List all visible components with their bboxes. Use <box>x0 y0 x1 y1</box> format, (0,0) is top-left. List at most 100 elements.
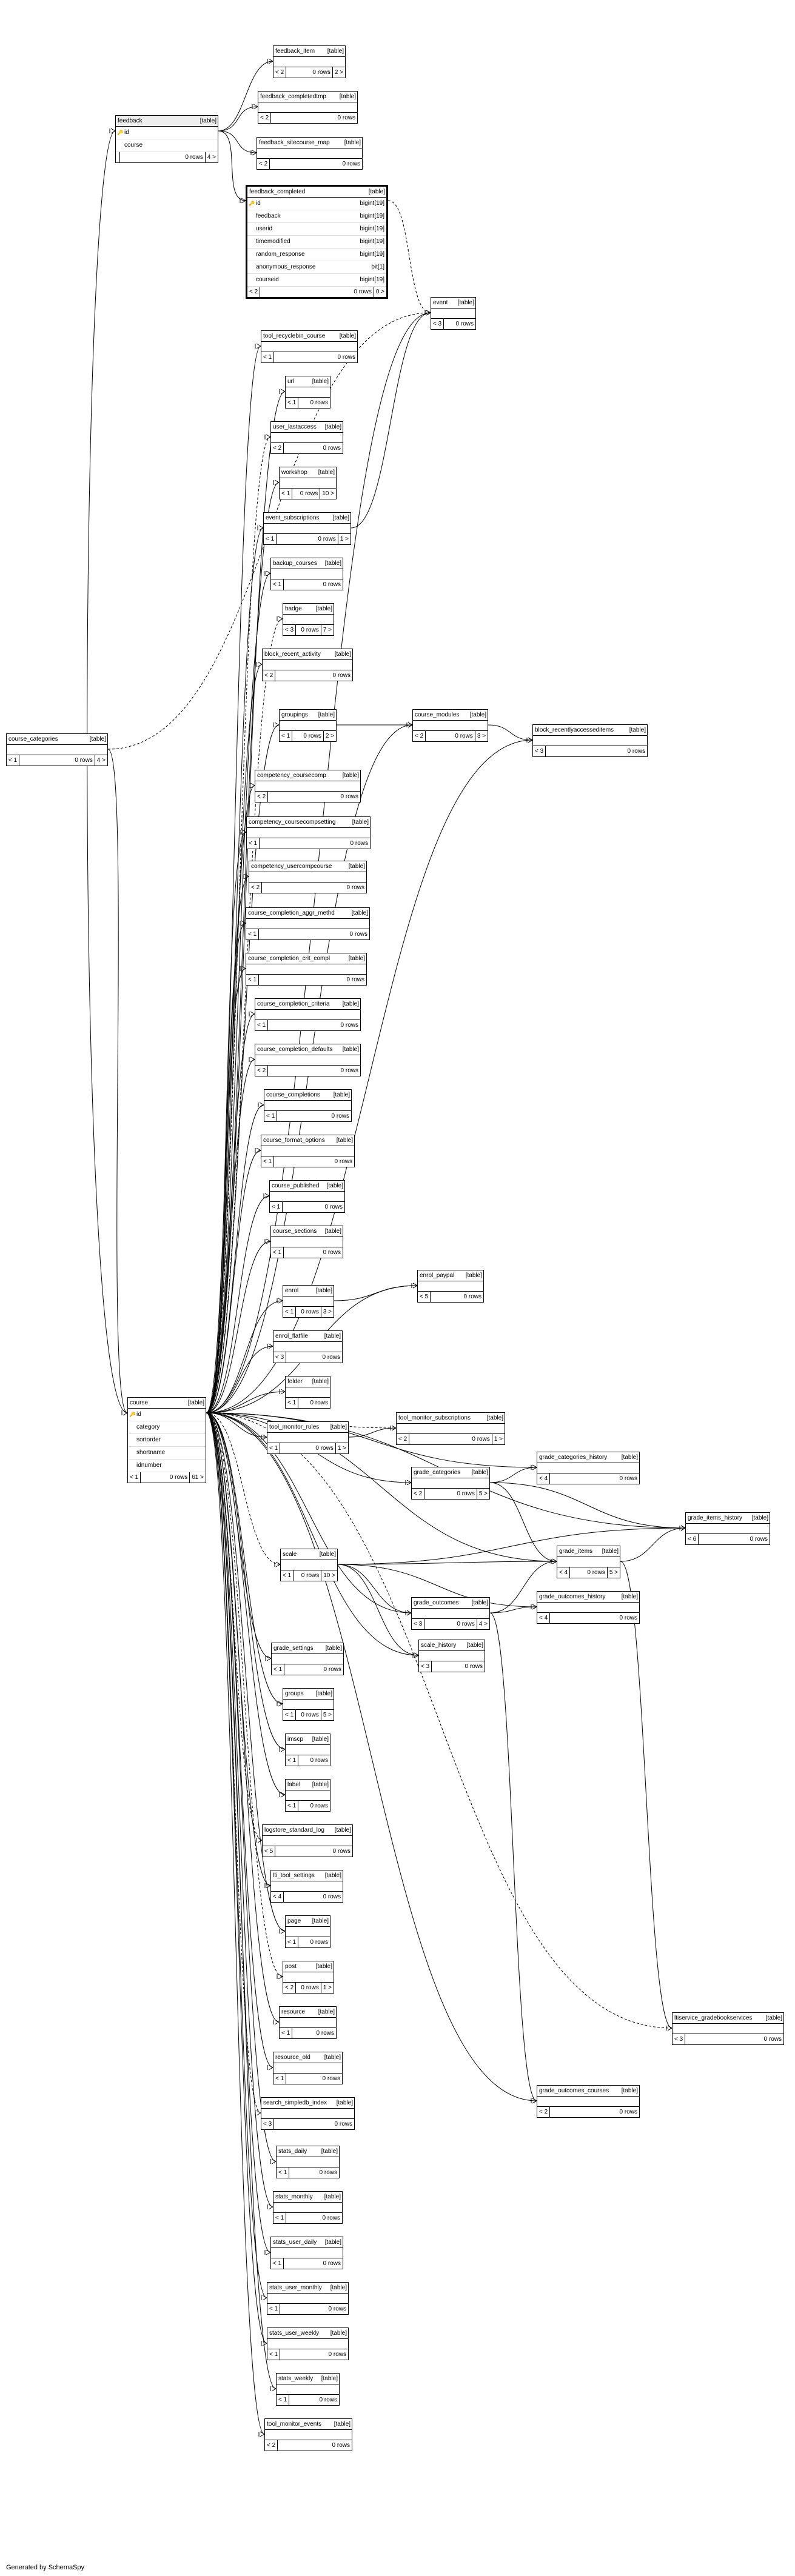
table-header[interactable]: logstore_standard_log[table] <box>263 1825 352 1836</box>
child-count[interactable]: 10 > <box>323 1572 335 1579</box>
table-course[interactable]: course[table]idcategorysortordershortnam… <box>127 1397 206 1483</box>
table-name[interactable]: course <box>130 1400 149 1406</box>
parent-count[interactable]: < 1 <box>128 1472 141 1483</box>
parent-count[interactable]: < 1 <box>7 755 20 766</box>
column-row[interactable]: sortorder <box>128 1434 206 1447</box>
parent-count[interactable]: < 2 <box>397 1434 410 1444</box>
table-name[interactable]: grade_categories_history <box>539 1454 608 1461</box>
table-name[interactable]: url <box>287 378 295 385</box>
parent-count[interactable]: < 3 <box>431 319 444 329</box>
table-header[interactable]: scale[table] <box>281 1549 337 1560</box>
child-count[interactable]: 3 > <box>323 1309 332 1315</box>
table-header[interactable]: grade_items[table] <box>557 1546 620 1557</box>
table-header[interactable]: workshop[table] <box>280 467 336 478</box>
table-name[interactable]: feedback <box>118 118 143 124</box>
table-header[interactable]: event[table] <box>431 298 475 309</box>
parent-count[interactable]: < 2 <box>247 287 261 297</box>
child-count[interactable]: 5 > <box>609 1569 618 1576</box>
table-name[interactable]: course_completions <box>266 1092 320 1098</box>
parent-count[interactable]: < 1 <box>280 731 293 741</box>
table-name[interactable]: event <box>433 299 448 306</box>
table-header[interactable]: stats_user_weekly[table] <box>267 2328 348 2339</box>
parent-count[interactable]: < 3 <box>533 746 546 756</box>
table-header[interactable]: grade_outcomes[table] <box>412 1598 489 1609</box>
table-header[interactable]: grade_outcomes_history[table] <box>537 1592 639 1603</box>
table-name[interactable]: resource_old <box>275 2054 310 2061</box>
parent-count[interactable]: < 1 <box>286 1755 299 1766</box>
table-header[interactable]: ltiservice_gradebookservices[table] <box>673 2013 783 2024</box>
parent-count[interactable]: < 1 <box>286 1937 299 1947</box>
table-header[interactable]: course_completions[table] <box>264 1090 351 1101</box>
table-name[interactable]: competency_coursecomp <box>257 772 326 779</box>
table-header[interactable]: course_sections[table] <box>271 1226 343 1237</box>
child-count[interactable]: 1 > <box>337 1445 346 1452</box>
table-name[interactable]: tool_recyclebin_course <box>263 333 326 339</box>
table-name[interactable]: grade_categories <box>414 1469 461 1476</box>
table-name[interactable]: lti_tool_settings <box>273 1872 315 1879</box>
table-name[interactable]: course_categories <box>8 736 58 742</box>
table-name[interactable]: course_sections <box>273 1228 317 1235</box>
table-header[interactable]: feedback_item[table] <box>273 46 345 57</box>
table-header[interactable]: grade_items_history[table] <box>686 1513 770 1524</box>
table-name[interactable]: tool_monitor_subscriptions <box>398 1415 471 1421</box>
table-name[interactable]: course_modules <box>415 712 460 718</box>
table-name[interactable]: scale <box>283 1551 297 1558</box>
parent-count[interactable]: < 1 <box>277 2395 290 2405</box>
child-count[interactable]: 1 > <box>323 1984 332 1991</box>
table-header[interactable]: backup_courses[table] <box>271 558 343 569</box>
table-header[interactable]: competency_coursecomp[table] <box>255 770 360 781</box>
parent-count[interactable]: < 1 <box>273 2074 287 2084</box>
parent-count[interactable]: < 2 <box>273 67 287 78</box>
table-header[interactable]: post[table] <box>283 1961 334 1972</box>
table-name[interactable]: stats_user_daily <box>273 2239 317 2246</box>
table-header[interactable]: course_format_options[table] <box>261 1135 354 1146</box>
table-name[interactable]: grade_outcomes <box>414 1600 459 1606</box>
table-name[interactable]: stats_daily <box>278 2148 307 2155</box>
table-header[interactable]: course_completion_criteria[table] <box>255 999 360 1010</box>
table-header[interactable]: lti_tool_settings[table] <box>271 1870 343 1881</box>
table-name[interactable]: enrol <box>285 1287 299 1294</box>
table-name[interactable]: grade_outcomes_history <box>539 1593 606 1600</box>
column-row[interactable]: id <box>116 127 218 139</box>
parent-count[interactable]: < 2 <box>255 792 269 802</box>
table-name[interactable]: feedback_item <box>275 48 315 55</box>
parent-count[interactable]: < 2 <box>258 113 272 123</box>
table-name[interactable]: workshop <box>281 469 307 476</box>
parent-count[interactable]: < 1 <box>267 1443 281 1453</box>
child-count[interactable]: 4 > <box>207 154 216 161</box>
parent-count[interactable]: < 1 <box>277 2167 290 2178</box>
table-header[interactable]: competency_usercompcourse[table] <box>249 861 366 872</box>
table-name[interactable]: ltiservice_gradebookservices <box>674 2015 753 2021</box>
parent-count[interactable]: < 4 <box>271 1892 284 1902</box>
parent-count[interactable]: < 1 <box>286 1801 299 1811</box>
table-header[interactable]: tool_monitor_rules[table] <box>267 1422 348 1433</box>
table-header[interactable]: enrol[table] <box>283 1286 334 1296</box>
table-name[interactable]: tool_monitor_rules <box>269 1424 320 1430</box>
column-row[interactable]: course <box>116 139 218 152</box>
table-header[interactable]: course_completion_crit_compl[table] <box>246 953 366 964</box>
child-count[interactable]: 0 > <box>375 289 384 295</box>
